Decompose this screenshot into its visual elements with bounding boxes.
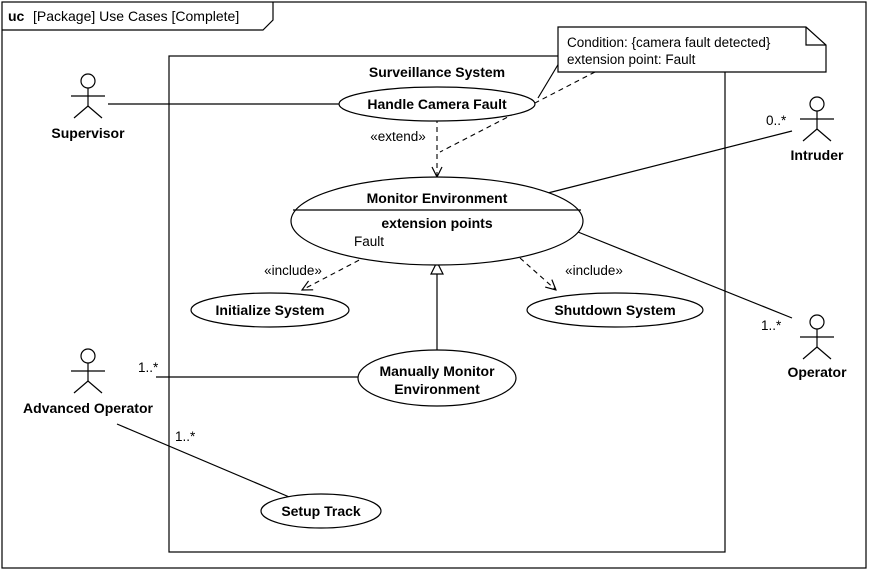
actor-supervisor: Supervisor <box>51 73 125 141</box>
system-boundary <box>168 55 726 553</box>
note-extension-point-text: extension point: Fault <box>567 52 696 67</box>
generalization-arrowhead <box>430 260 444 275</box>
manually-monitor-label-line2: Environment <box>394 381 480 397</box>
frame-keyword: uc <box>8 8 25 24</box>
advanced-manual-multiplicity: 1..* <box>138 360 159 375</box>
note-condition-text: Condition: {camera fault detected} <box>567 35 771 50</box>
use-case-shutdown-system: Shutdown System <box>526 292 704 328</box>
extension-point-fault: Fault <box>354 234 384 249</box>
include-left-dependency <box>302 255 368 290</box>
use-case-setup-track: Setup Track <box>260 493 382 529</box>
include-right-dependency <box>519 257 556 290</box>
intruder-stick-figure-icon <box>800 96 834 142</box>
condition-note <box>557 26 827 73</box>
supervisor-label: Supervisor <box>51 125 125 141</box>
operator-association <box>577 231 793 319</box>
include-left-label: «include» <box>264 263 322 278</box>
shutdown-system-label: Shutdown System <box>554 302 675 318</box>
handle-camera-fault-label: Handle Camera Fault <box>367 96 507 112</box>
actor-operator: Operator <box>787 314 847 380</box>
intruder-association <box>539 130 793 196</box>
advanced-operator-stick-figure-icon <box>71 348 105 394</box>
actor-advanced-operator: Advanced Operator <box>23 348 154 416</box>
include-right-label: «include» <box>565 263 623 278</box>
advanced-setup-multiplicity: 1..* <box>175 429 196 444</box>
actor-intruder: Intruder <box>791 96 844 163</box>
operator-multiplicity: 1..* <box>761 318 782 333</box>
frame-label-tab <box>2 2 274 31</box>
intruder-label: Intruder <box>791 147 844 163</box>
note-connector <box>439 71 596 153</box>
intruder-multiplicity: 0..* <box>766 113 787 128</box>
system-name: Surveillance System <box>369 64 505 80</box>
use-case-initialize-system: Initialize System <box>190 292 350 328</box>
use-case-manually-monitor-environment: Manually Monitor Environment <box>357 349 517 407</box>
use-case-handle-camera-fault: Handle Camera Fault <box>338 86 536 122</box>
operator-label: Operator <box>787 364 847 380</box>
use-case-monitor-environment: Monitor Environment extension points Fau… <box>290 176 584 266</box>
manually-monitor-label-line1: Manually Monitor <box>379 363 495 379</box>
condition-note-fold <box>805 27 826 46</box>
operator-stick-figure-icon <box>800 314 834 360</box>
initialize-system-label: Initialize System <box>216 302 325 318</box>
advanced-setup-association <box>116 423 295 500</box>
setup-track-label: Setup Track <box>281 503 361 519</box>
supervisor-stick-figure-icon <box>71 73 105 119</box>
extension-points-heading: extension points <box>381 215 492 231</box>
monitor-environment-label: Monitor Environment <box>367 190 508 206</box>
advanced-operator-label: Advanced Operator <box>23 400 153 416</box>
extend-label: «extend» <box>370 129 426 144</box>
frame-label: [Package] Use Cases [Complete] <box>33 8 239 24</box>
